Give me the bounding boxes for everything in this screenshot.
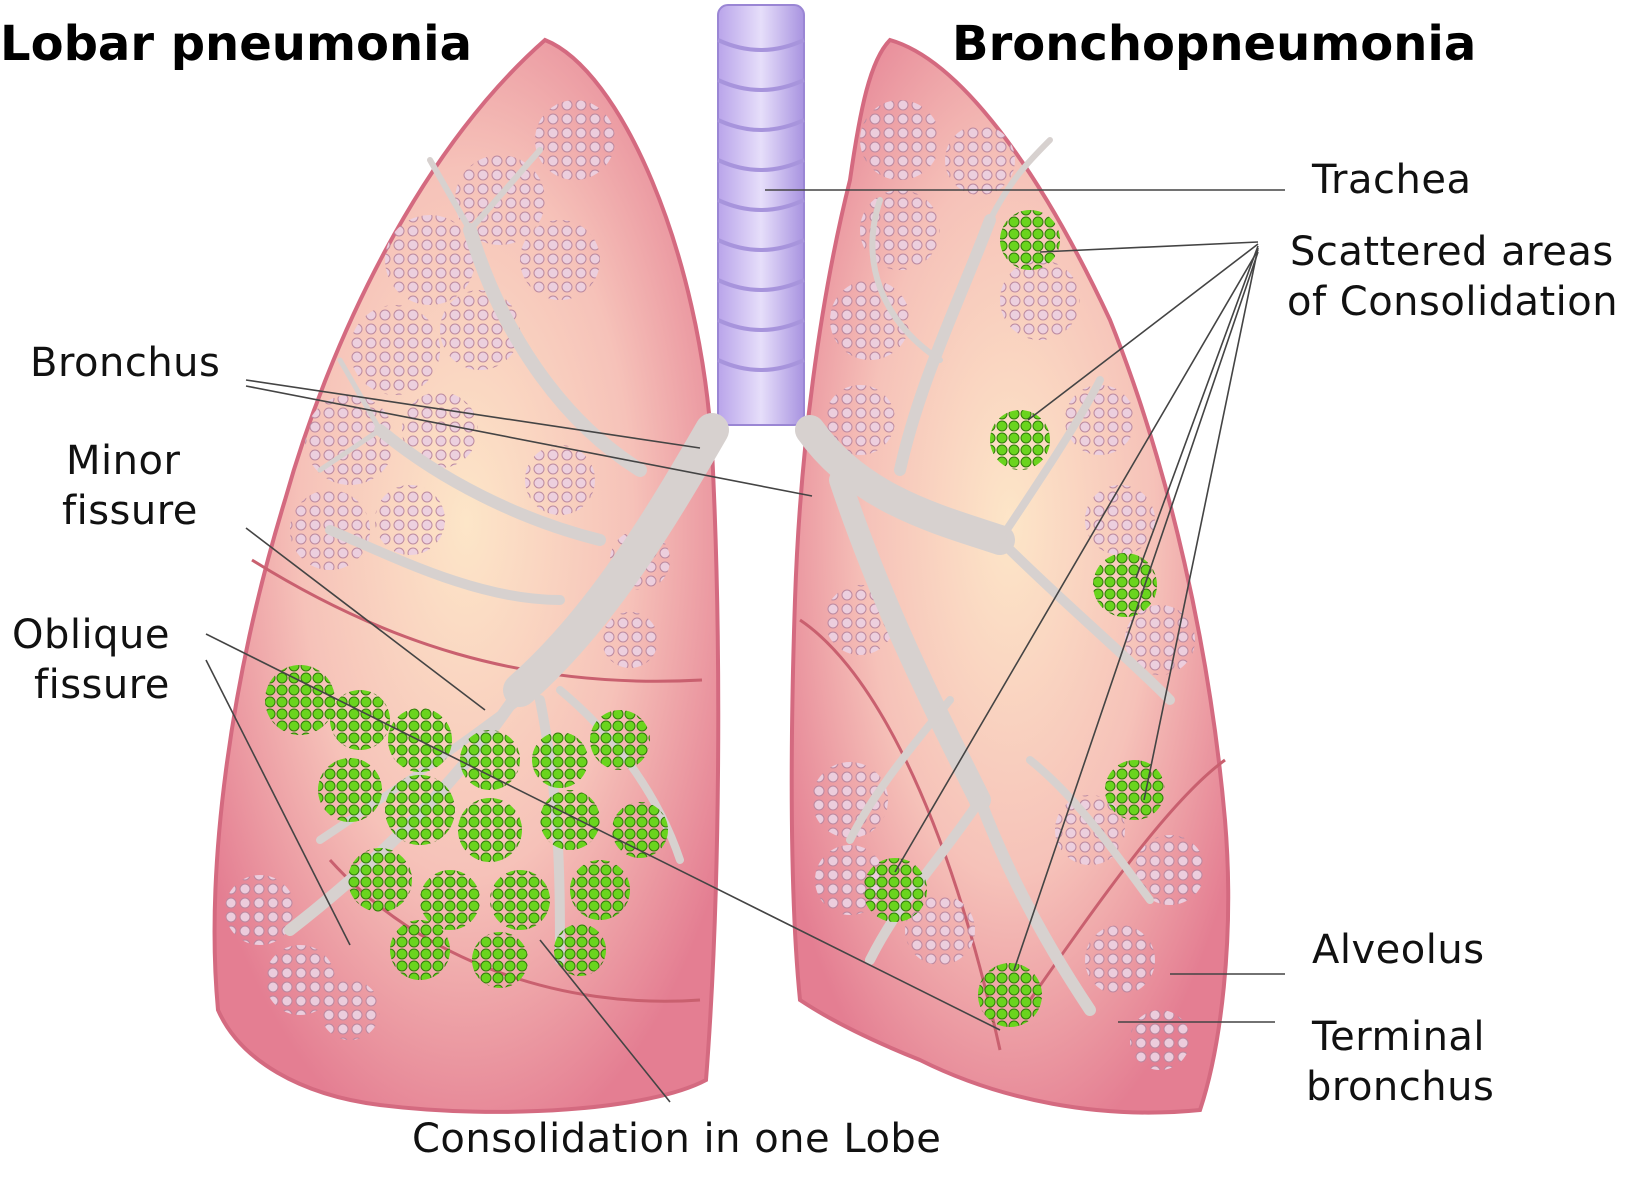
title-bronchopneumonia: Bronchopneumonia [952, 16, 1476, 72]
label-oblique-fissure-line2: fissure [34, 660, 170, 710]
title-lobar-pneumonia: Lobar pneumonia [0, 16, 472, 72]
label-alveolus: Alveolus [1312, 925, 1485, 975]
label-consolidation-one-lobe: Consolidation in one Lobe [412, 1114, 941, 1164]
left-lung [215, 40, 719, 1112]
label-terminal-bronchus-line1: Terminal [1312, 1012, 1485, 1062]
label-bronchus: Bronchus [30, 338, 220, 388]
label-minor-fissure-line2: fissure [62, 486, 198, 536]
label-oblique-fissure-line1: Oblique [12, 610, 170, 660]
label-minor-fissure-line1: Minor [66, 436, 180, 486]
label-trachea: Trachea [1312, 155, 1471, 205]
label-scattered-line1: Scattered areas [1290, 227, 1614, 277]
label-terminal-bronchus-line2: bronchus [1306, 1062, 1494, 1112]
right-lung [792, 40, 1228, 1113]
label-scattered-line2: of Consolidation [1287, 277, 1618, 327]
trachea-shape [718, 5, 804, 425]
